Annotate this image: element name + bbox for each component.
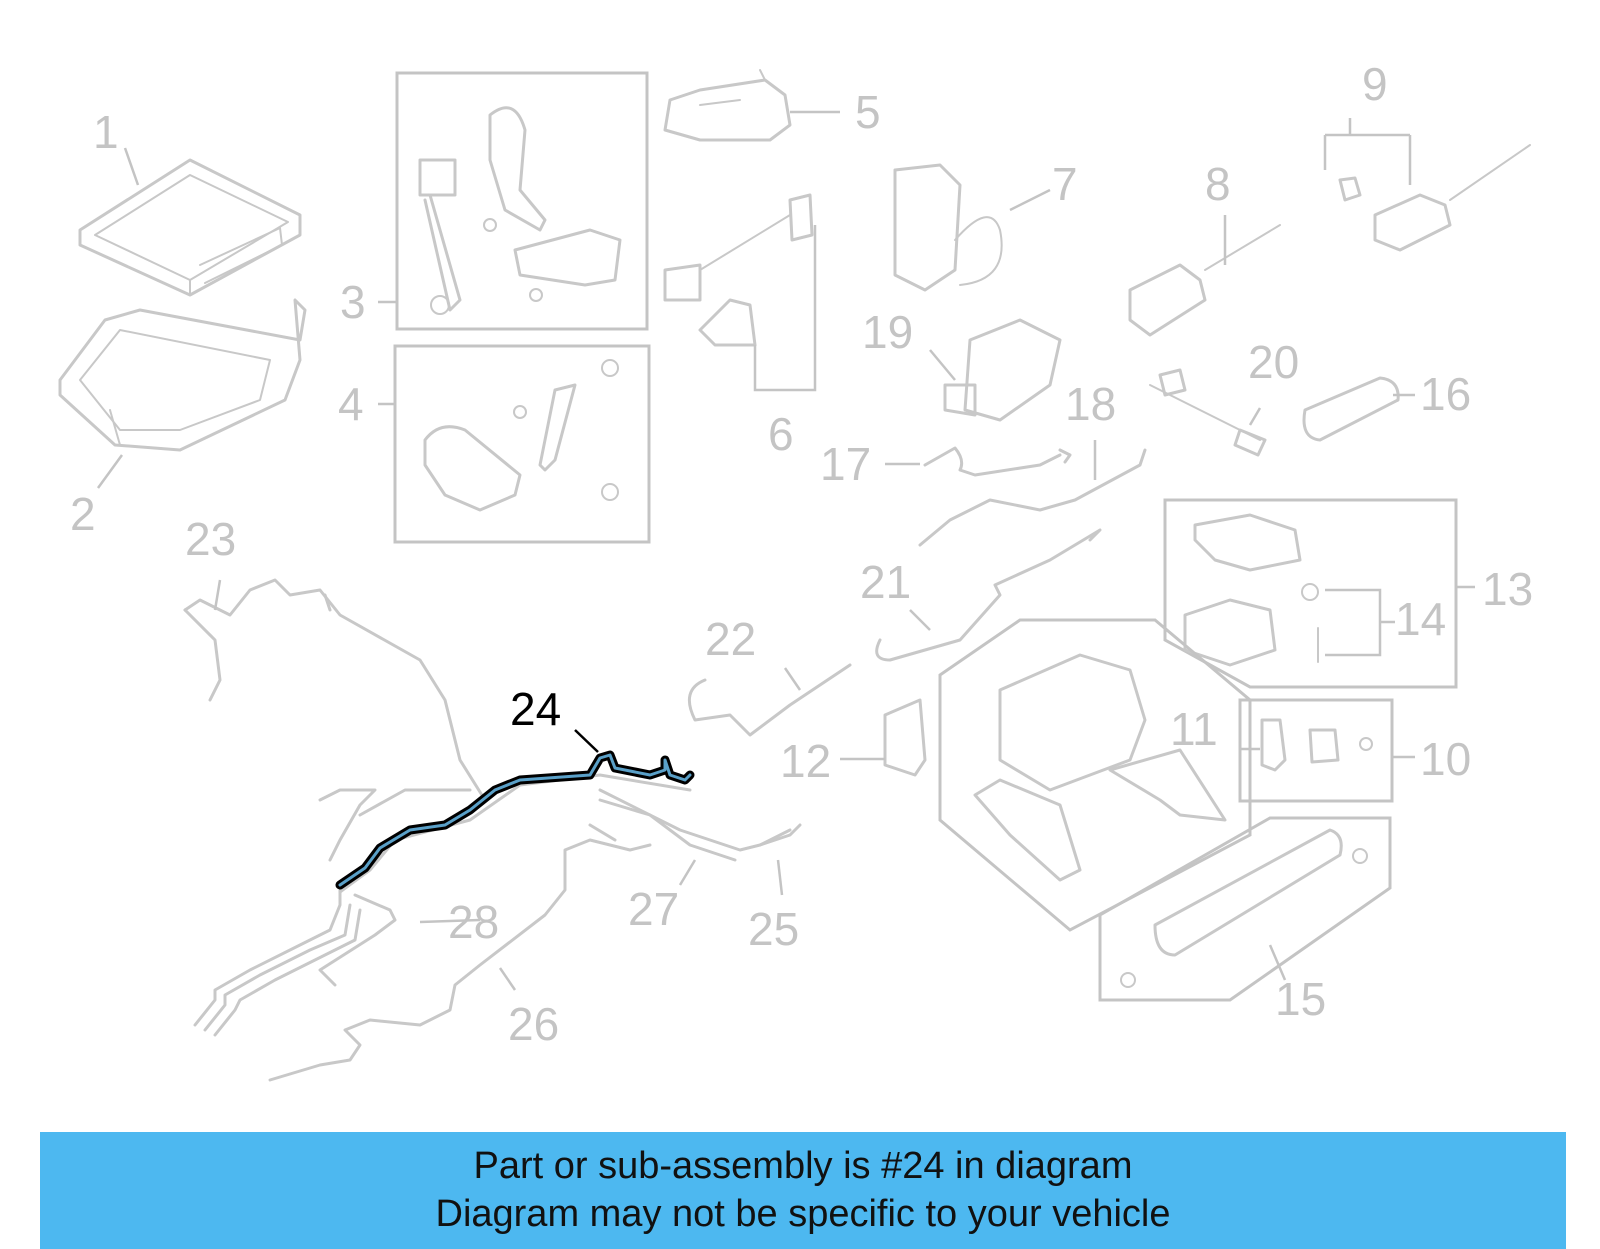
info-banner: Part or sub-assembly is #24 in diagram D… [40, 1132, 1566, 1249]
callout-20: 20 [1248, 336, 1299, 388]
callout-28: 28 [448, 896, 499, 948]
part-13-valve-unit[interactable] [1183, 513, 1319, 667]
callout-numbers: 1 2 3 4 5 6 7 8 9 10 11 12 13 14 15 16 1… [70, 58, 1533, 1050]
part-8-sensor[interactable] [1128, 224, 1281, 337]
part-20-sensor[interactable] [1149, 368, 1267, 457]
part-5-connector[interactable] [663, 69, 792, 142]
part-28-lines[interactable] [193, 888, 397, 1037]
callout-22: 22 [705, 613, 756, 665]
part-3-level-sensor[interactable] [418, 106, 622, 315]
part-12-bracket[interactable] [883, 698, 927, 777]
part-15-reservoir[interactable] [1120, 828, 1368, 988]
part-9-sensor[interactable] [1338, 144, 1531, 252]
callout-6: 6 [768, 408, 794, 460]
callout-10: 10 [1420, 733, 1471, 785]
part-11-fitting[interactable] [1260, 718, 1373, 772]
box-10 [1238, 698, 1394, 803]
callout-3: 3 [340, 276, 366, 328]
callout-19: 19 [862, 306, 913, 358]
part-6-harness[interactable] [663, 193, 814, 347]
part-21-line[interactable] [875, 528, 1102, 662]
callout-23: 23 [185, 513, 236, 565]
banner-part-line: Part or sub-assembly is #24 in diagram [473, 1145, 1133, 1187]
callout-18: 18 [1065, 378, 1116, 430]
box-15 [1098, 816, 1392, 1002]
part-24-line-highlighted[interactable] [335, 750, 695, 894]
part-compressor[interactable] [973, 653, 1227, 882]
callout-24: 24 [510, 683, 561, 735]
part-26-line[interactable] [268, 823, 652, 1082]
callout-15: 15 [1275, 973, 1326, 1025]
box-3 [395, 71, 649, 331]
callout-11: 11 [1170, 703, 1218, 755]
callout-5: 5 [855, 86, 881, 138]
part-4-level-sensor[interactable] [423, 359, 619, 512]
part-22-line[interactable] [687, 663, 852, 737]
leader-lines [96, 110, 1475, 991]
box-13 [1163, 498, 1458, 689]
part-17-line[interactable] [923, 446, 1072, 477]
part-16-filter[interactable] [1302, 376, 1400, 442]
callout-26: 26 [508, 998, 559, 1050]
callout-1: 1 [93, 106, 119, 158]
part-2-mount-bracket[interactable] [58, 298, 307, 452]
callout-8: 8 [1205, 158, 1231, 210]
part-18-line[interactable] [918, 448, 1147, 547]
compressor-panel [938, 618, 1252, 932]
part-1-control-module[interactable] [78, 158, 302, 297]
callout-21: 21 [860, 556, 911, 608]
box-4 [393, 344, 651, 544]
callout-14: 14 [1395, 593, 1446, 645]
part-23-line[interactable] [183, 578, 487, 802]
line-loop [318, 788, 472, 862]
callout-7: 7 [1052, 158, 1078, 210]
callout-17: 17 [820, 438, 871, 490]
callout-12: 12 [780, 735, 831, 787]
callout-13: 13 [1482, 563, 1533, 615]
callout-2: 2 [70, 488, 96, 540]
banner-disclaimer-line: Diagram may not be specific to your vehi… [435, 1193, 1171, 1235]
callout-4: 4 [338, 378, 364, 430]
callout-16: 16 [1420, 368, 1471, 420]
callout-25: 25 [748, 903, 799, 955]
part-19-valve-block[interactable] [943, 318, 1062, 422]
part-7-valve[interactable] [893, 163, 1003, 292]
callout-27: 27 [628, 883, 679, 935]
part-25-line[interactable] [758, 823, 802, 847]
part-27-line[interactable] [598, 788, 792, 862]
callout-9: 9 [1362, 58, 1388, 110]
